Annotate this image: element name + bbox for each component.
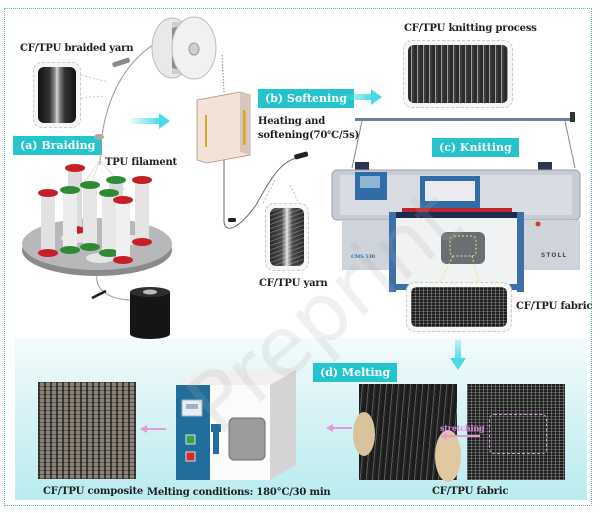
oven <box>176 370 296 480</box>
braided-yarn-label: CF/TPU braided yarn <box>20 43 134 54</box>
cf-tpu-yarn-image <box>270 208 304 266</box>
braided-yarn-callout <box>33 62 81 128</box>
knitting-machine <box>331 112 581 292</box>
fabric-callout <box>406 282 512 332</box>
yarn-guide <box>112 57 130 68</box>
machine-brand-label: STOLL <box>541 252 568 259</box>
yarn-path-braider <box>99 37 166 166</box>
flow-arrow-oven-to-composite <box>140 425 166 433</box>
stage-tag-braiding: (a) Braiding <box>13 136 103 155</box>
flow-arrow-fabric-to-oven <box>326 424 352 432</box>
knitting-process-label: CF/TPU knitting process <box>404 23 537 34</box>
yarn-spool <box>151 16 217 80</box>
heating-label-line1: Heating and <box>258 116 325 127</box>
yarn-path-heater <box>223 157 301 229</box>
stage-tag-melting: (d) Melting <box>313 363 398 382</box>
yarn-callout <box>265 203 309 271</box>
melting-conditions-label: Melting conditions: 180°C/30 min <box>147 487 331 498</box>
braiding-machine <box>22 164 172 276</box>
flow-arrow-softening-to-knitting <box>340 89 382 105</box>
composite-label: CF/TPU composite <box>43 486 144 497</box>
finger-right <box>435 430 461 482</box>
machine-model-label: CMS 530 <box>351 254 375 260</box>
stage-tag-softening: (b) Softening <box>258 89 354 108</box>
yarn-guide-ring <box>94 134 104 140</box>
fabric-closeup-photo <box>467 384 565 480</box>
heater-box <box>196 91 251 164</box>
stretching-arrow <box>440 432 480 440</box>
finger-left <box>353 412 375 456</box>
yarn-tensioner <box>294 151 309 160</box>
cf-bobbin <box>130 287 170 339</box>
stage-tag-knitting: (c) Knitting <box>432 138 519 157</box>
cf-guide <box>91 289 107 300</box>
yarn-clip <box>228 218 236 222</box>
yarn-label: CF/TPU yarn <box>259 278 328 289</box>
flow-arrow-braiding-to-softening <box>130 113 170 129</box>
fabric-label-bottom: CF/TPU fabric <box>432 486 509 497</box>
tpu-filament-label: TPU filament <box>105 157 177 168</box>
cf-tpu-fabric-image-top <box>411 287 507 327</box>
braided-yarn-image <box>38 67 76 123</box>
figure-frame <box>4 8 592 506</box>
fabric-label-top: CF/TPU fabric <box>516 301 593 312</box>
stretching-label: stretching <box>440 423 485 433</box>
composite-photo <box>38 382 136 479</box>
knitting-process-image <box>408 45 508 103</box>
stretch-region-highlight <box>489 414 547 454</box>
knitting-process-callout <box>403 40 513 108</box>
heating-label-line2: softening(70℃/5s) <box>258 130 360 141</box>
